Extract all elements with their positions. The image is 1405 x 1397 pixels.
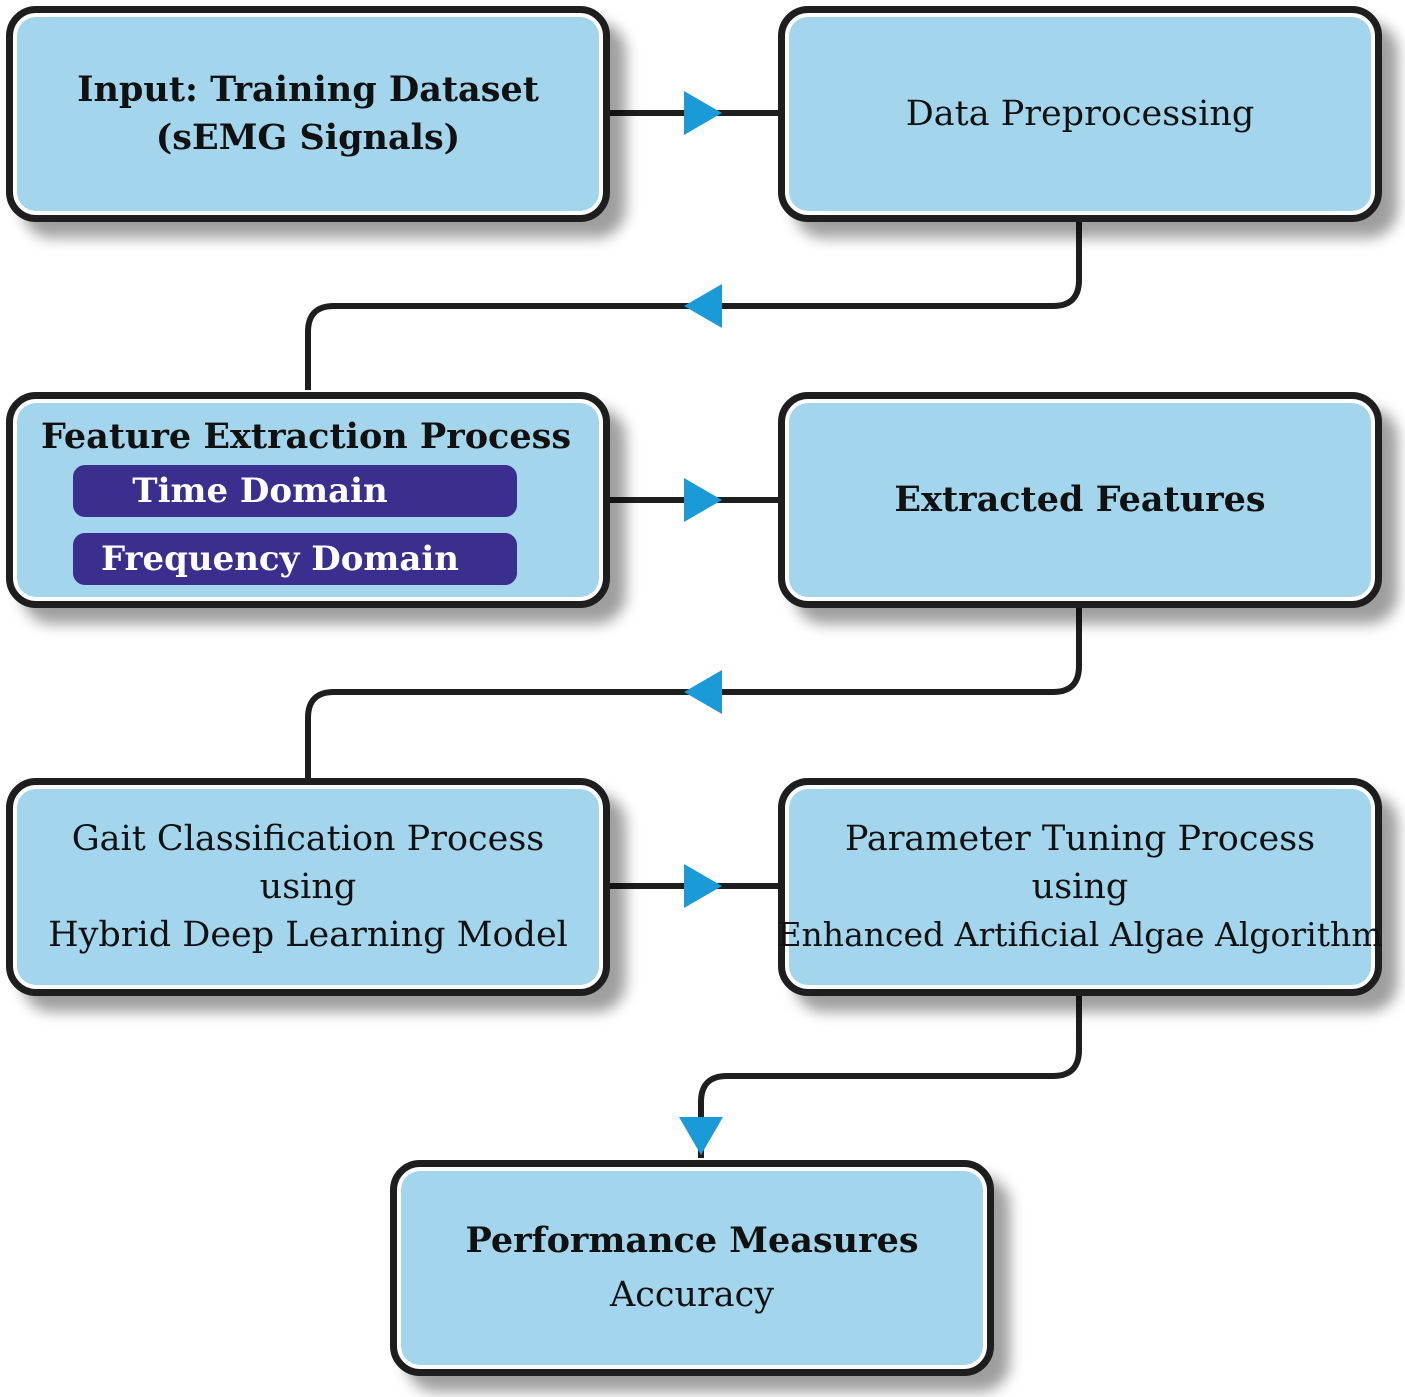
gait-line-2: using (259, 867, 357, 907)
arrow-left-icon (684, 670, 722, 714)
feature-extraction-box: Feature Extraction Process Time Domain F… (6, 392, 610, 608)
parameter-tuning-box: Parameter Tuning Process using Enhanced … (777, 778, 1383, 996)
time-domain-pill: Time Domain (73, 465, 517, 517)
input-training-dataset-box: Input: Training Dataset (sEMG Signals) (6, 6, 610, 222)
gait-line-3: Hybrid Deep Learning Model (48, 915, 568, 955)
gait-classification-box: Gait Classification Process using Hybrid… (6, 778, 610, 996)
arrow-right-icon (684, 91, 722, 135)
extracted-features-box: Extracted Features (778, 392, 1382, 608)
arrow-left-icon (684, 284, 722, 328)
arrow-right-icon (684, 864, 722, 908)
arrow-down-icon (679, 1117, 723, 1155)
arrow-right-icon (684, 478, 722, 522)
data-preprocessing-box: Data Preprocessing (778, 6, 1382, 222)
tuning-line-1: Parameter Tuning Process (844, 819, 1316, 859)
gait-line-1: Gait Classification Process (71, 819, 545, 859)
tuning-line-3: Enhanced Artificial Algae Algorithm (777, 915, 1383, 954)
feature-extraction-title: Feature Extraction Process (40, 416, 572, 457)
performance-metric: Accuracy (610, 1275, 774, 1315)
input-box-subtitle: (sEMG Signals) (155, 117, 461, 158)
connector-tuning-to-performance (698, 994, 1082, 1158)
frequency-domain-pill: Frequency Domain (73, 533, 517, 585)
input-box-title: Input: Training Dataset (77, 69, 539, 110)
performance-measures-box: Performance Measures Accuracy (390, 1160, 994, 1376)
tuning-line-2: using (1031, 867, 1129, 907)
extracted-features-label: Extracted Features (894, 479, 1266, 520)
performance-title: Performance Measures (465, 1220, 919, 1261)
preprocessing-label: Data Preprocessing (905, 94, 1255, 134)
